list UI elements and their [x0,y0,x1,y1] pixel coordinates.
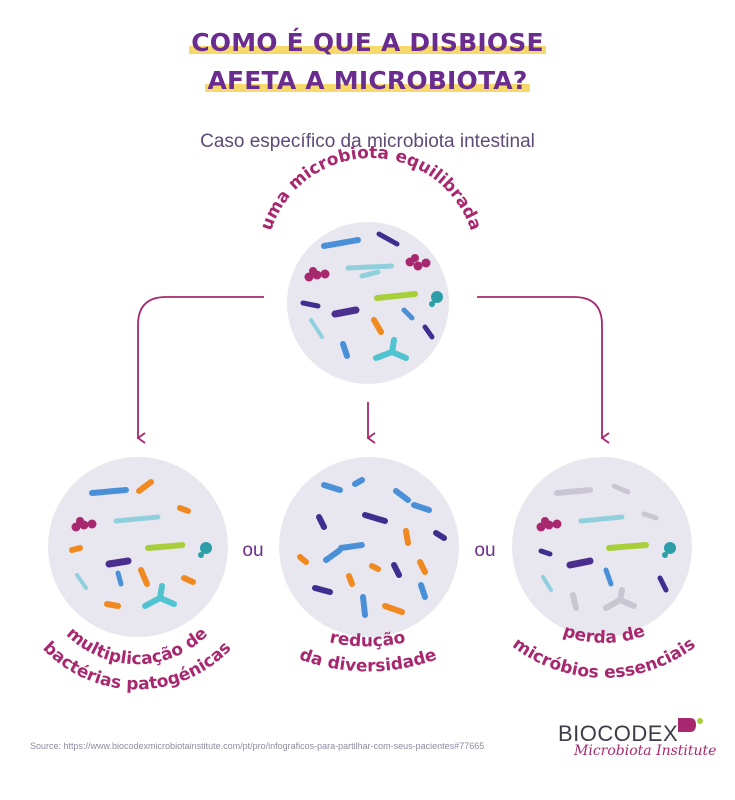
subtitle: Caso específico da microbiota intestinal [200,131,535,152]
middle-circle-label-line-1: redução [328,628,407,652]
arrow-left [136,296,264,444]
arrow-right [477,296,610,444]
diversity-reduction-circle [279,457,459,637]
title-line-2: AFETA A MICROBIOTA? [0,66,735,95]
title-line-1: COMO É QUE A DISBIOSE [0,28,735,57]
source-citation: Source: https://www.biocodexmicrobiotain… [30,741,485,751]
middle-circle-label-line-1-text: redução [328,628,407,652]
logo-mark-icon [678,718,703,732]
title-line-1-text: COMO É QUE A DISBIOSE [189,28,546,57]
top-circle-label: uma microbiota equilibrada [257,143,486,233]
balanced-microbiota-circle [287,222,449,384]
logo-wordmark: BIOCODEX [558,721,679,746]
essential-microbes-loss-circle [512,457,692,637]
top-circle-label-text: uma microbiota equilibrada [257,143,486,233]
ou-label-left: ou [242,540,263,561]
ou-label-right: ou [474,540,495,561]
title-line-2-text: AFETA A MICROBIOTA? [205,66,530,95]
logo-tagline: Microbiota Institute [574,743,717,759]
pathogen-multiplication-circle [48,457,228,637]
connector-arrows [136,296,610,444]
